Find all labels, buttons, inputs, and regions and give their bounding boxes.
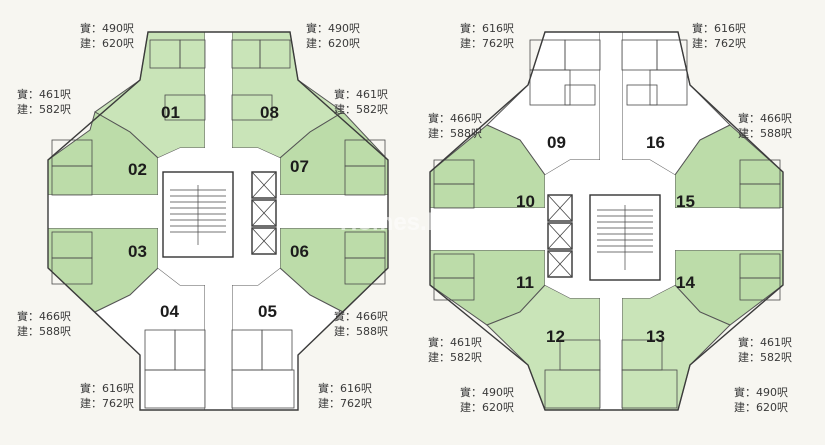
svg-text:實：616呎: 實：616呎 xyxy=(318,381,372,395)
area-label-15: 實：466呎 建：588呎 xyxy=(738,111,792,140)
unit-number: 03 xyxy=(128,242,147,261)
svg-text:實：616呎: 實：616呎 xyxy=(692,21,746,35)
unit-number: 05 xyxy=(258,302,277,321)
svg-text:實：490呎: 實：490呎 xyxy=(306,21,360,35)
svg-text:建：762呎: 建：762呎 xyxy=(318,396,372,410)
svg-text:實：466呎: 實：466呎 xyxy=(428,111,482,125)
right-room-partitions xyxy=(433,39,781,409)
unit-number: 08 xyxy=(260,103,279,122)
area-label-02: 實：461呎 建：582呎 xyxy=(17,87,71,116)
area-label-04: 實：616呎 建：762呎 xyxy=(80,381,134,410)
svg-text:實：466呎: 實：466呎 xyxy=(17,309,71,323)
svg-text:建：582呎: 建：582呎 xyxy=(334,102,388,116)
right-area-labels: 實：616呎 建：762呎 實：616呎 建：762呎 實：466呎 建：588… xyxy=(428,21,792,414)
svg-text:實：461呎: 實：461呎 xyxy=(17,87,71,101)
unit-number: 02 xyxy=(128,160,147,179)
unit-number: 10 xyxy=(516,192,535,211)
svg-text:建：620呎: 建：620呎 xyxy=(460,400,514,414)
unit-number: 15 xyxy=(676,192,695,211)
left-lift-shafts xyxy=(251,171,277,255)
svg-text:建：620呎: 建：620呎 xyxy=(80,36,134,50)
svg-text:建：588呎: 建：588呎 xyxy=(428,126,482,140)
svg-text:實：490呎: 實：490呎 xyxy=(460,385,514,399)
unit-number: 01 xyxy=(161,103,180,122)
left-outer-wall xyxy=(47,31,389,411)
svg-text:實：490呎: 實：490呎 xyxy=(80,21,134,35)
svg-text:建：582呎: 建：582呎 xyxy=(17,102,71,116)
left-area-labels: 實：490呎 建：620呎 實：490呎 建：620呎 實：461呎 建：582… xyxy=(17,21,388,410)
unit-number: 04 xyxy=(160,302,179,321)
right-lift-shafts xyxy=(547,194,573,278)
svg-text:建：762呎: 建：762呎 xyxy=(692,36,746,50)
area-label-01: 實：490呎 建：620呎 xyxy=(80,21,134,50)
unit-number: 07 xyxy=(290,157,309,176)
area-label-09: 實：616呎 建：762呎 xyxy=(460,21,514,50)
left-stair-treads xyxy=(170,185,226,245)
area-label-12: 實：490呎 建：620呎 xyxy=(460,385,514,414)
svg-text:實：461呎: 實：461呎 xyxy=(334,87,388,101)
svg-text:實：461呎: 實：461呎 xyxy=(738,335,792,349)
right-outer-wall xyxy=(429,31,784,411)
unit-number: 14 xyxy=(676,273,695,292)
area-label-13: 實：490呎 建：620呎 xyxy=(734,385,788,414)
svg-text:建：588呎: 建：588呎 xyxy=(334,324,388,338)
right-unit-numbers: 09 16 10 15 11 14 12 13 xyxy=(516,133,695,346)
svg-text:建：620呎: 建：620呎 xyxy=(734,400,788,414)
area-label-16: 實：616呎 建：762呎 xyxy=(692,21,746,50)
left-unit-numbers: 01 08 02 07 03 06 04 05 xyxy=(128,103,309,321)
svg-text:建：588呎: 建：588呎 xyxy=(738,126,792,140)
area-label-05: 實：616呎 建：762呎 xyxy=(318,381,372,410)
area-label-06: 實：466呎 建：588呎 xyxy=(334,309,388,338)
svg-text:實：490呎: 實：490呎 xyxy=(734,385,788,399)
area-label-14: 實：461呎 建：582呎 xyxy=(738,335,792,364)
area-label-03: 實：466呎 建：588呎 xyxy=(17,309,71,338)
unit-number: 09 xyxy=(547,133,566,152)
svg-text:實：466呎: 實：466呎 xyxy=(334,309,388,323)
svg-text:實：466呎: 實：466呎 xyxy=(738,111,792,125)
svg-text:實：461呎: 實：461呎 xyxy=(428,335,482,349)
unit-number: 16 xyxy=(646,133,665,152)
unit-number: 13 xyxy=(646,327,665,346)
svg-text:建：620呎: 建：620呎 xyxy=(306,36,360,50)
area-label-08: 實：490呎 建：620呎 xyxy=(306,21,360,50)
unit-number: 12 xyxy=(546,327,565,346)
svg-text:實：616呎: 實：616呎 xyxy=(460,21,514,35)
svg-text:建：588呎: 建：588呎 xyxy=(17,324,71,338)
svg-text:建：582呎: 建：582呎 xyxy=(428,350,482,364)
svg-text:實：616呎: 實：616呎 xyxy=(80,381,134,395)
right-stair-treads xyxy=(597,205,653,270)
watermark-text: Homes.hk xyxy=(340,209,455,236)
right-block xyxy=(429,31,784,411)
left-block xyxy=(47,31,389,411)
area-label-11: 實：461呎 建：582呎 xyxy=(428,335,482,364)
unit-number: 06 xyxy=(290,242,309,261)
area-label-10: 實：466呎 建：588呎 xyxy=(428,111,482,140)
svg-text:建：762呎: 建：762呎 xyxy=(80,396,134,410)
svg-text:建：582呎: 建：582呎 xyxy=(738,350,792,364)
area-label-07: 實：461呎 建：582呎 xyxy=(334,87,388,116)
svg-text:建：762呎: 建：762呎 xyxy=(460,36,514,50)
unit-number: 11 xyxy=(516,273,534,292)
